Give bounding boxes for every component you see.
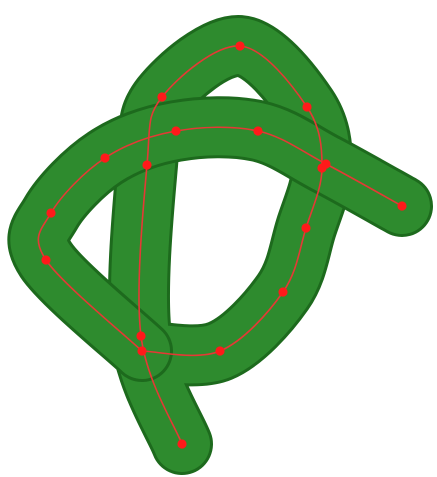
skeleton-node-n1: [177, 439, 186, 448]
skeleton-node-n18: [397, 201, 406, 210]
skeleton-node-n12: [41, 255, 50, 264]
skeleton-node-n13: [46, 208, 55, 217]
skeleton-node-n15: [171, 126, 180, 135]
skeleton-node-n8: [301, 223, 310, 232]
skeleton-node-n3: [142, 160, 151, 169]
skeleton-node-n9: [278, 287, 287, 296]
skeleton-node-n16: [253, 126, 262, 135]
skeleton-node-n5: [235, 41, 244, 50]
skeleton-node-n17: [321, 159, 330, 168]
skeleton-node-n14: [100, 153, 109, 162]
skeleton-node-n2: [136, 331, 145, 340]
skeleton-node-n10: [215, 346, 224, 355]
skeleton-node-n6: [302, 102, 311, 111]
skeleton-node-n4: [157, 92, 166, 101]
skeleton-node-n11: [137, 346, 146, 355]
stroke-layer: [38, 46, 402, 444]
